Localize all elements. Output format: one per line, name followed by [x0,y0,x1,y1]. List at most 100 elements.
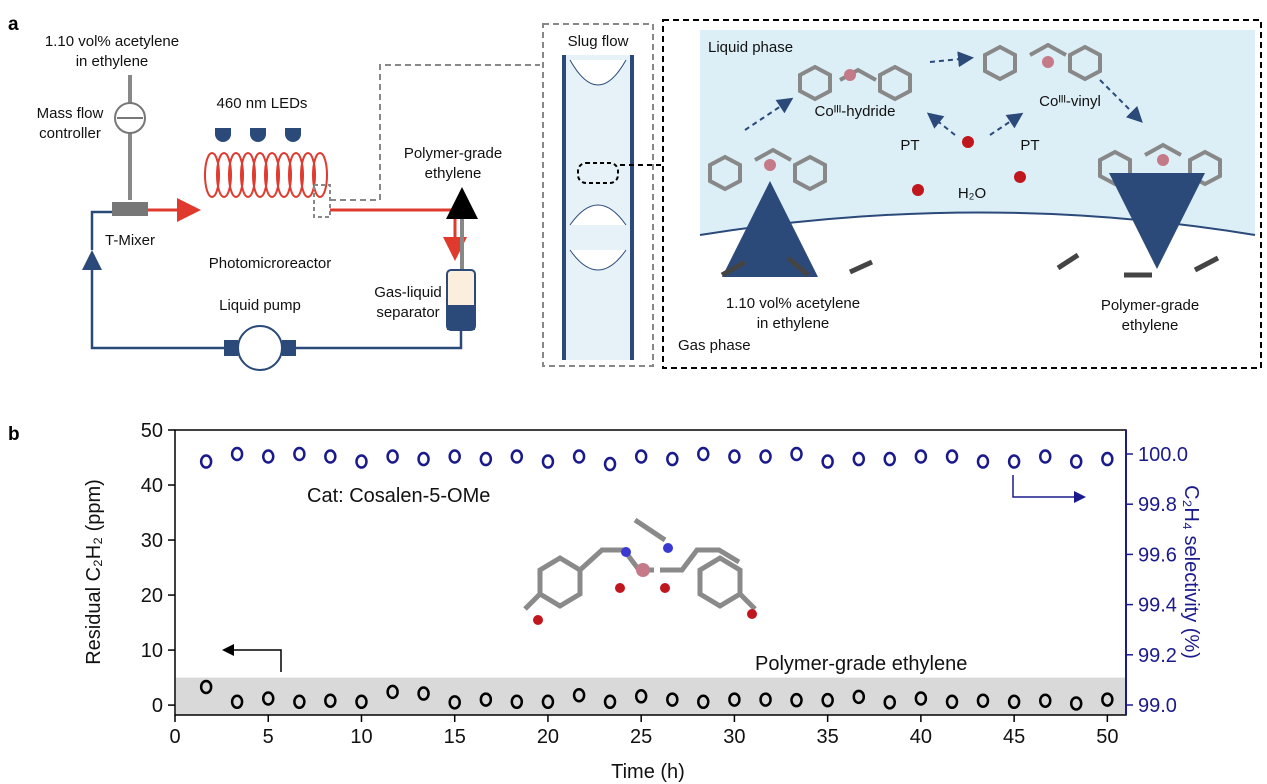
liquid-phase-region [700,30,1255,235]
y-tick-label: 20 [141,585,163,607]
y-tick-label: 40 [141,475,163,497]
selectivity-point [386,449,399,464]
x-tick-label: 10 [350,726,372,748]
selectivity-point [666,451,679,467]
y-tick-label: 0 [152,695,163,717]
led-icons [215,128,301,142]
pt-label-2: PT [1020,137,1039,154]
pump-label: Liquid pump [219,297,301,314]
cobalt-atoms [764,56,1169,171]
selectivity-point [1101,451,1114,467]
catalyst-annotation: Cat: Cosalen-5-OMe [307,485,490,507]
residual-acetylene-point [821,692,834,708]
vinyl-label: Coᴵᴵᴵ-vinyl [1039,93,1101,110]
selectivity-point [790,446,803,462]
gas-molecules [720,252,1220,278]
selectivity-point [541,454,555,469]
water-label: H₂O [958,185,986,202]
water-molecules [912,136,1026,196]
selectivity-point [697,446,710,462]
residual-acetylene-point [603,694,617,710]
residual-acetylene-point [355,694,368,710]
gas-out-label-2: ethylene [1122,317,1179,334]
residual-acetylene-point [1007,694,1021,710]
selectivity-point [821,454,834,469]
y2-tick-label: 100.0 [1138,444,1188,466]
leds-label: 460 nm LEDs [217,95,308,112]
y2-tick-label: 99.4 [1138,595,1177,617]
x-tick-label: 40 [910,726,932,748]
residual-acetylene-point [883,695,896,710]
selectivity-point [634,449,648,464]
liquid-pump-icon [237,325,283,371]
t-mixer-label: T-Mixer [105,232,155,249]
residual-acetylene-point [261,691,275,706]
residual-acetylene-point [293,694,306,710]
residual-acetylene-point [1101,692,1114,707]
gas-in-label: 1.10 vol% acetylene [726,295,860,312]
panel-a-label: a [8,14,19,35]
x-tick-label: 25 [630,726,652,748]
residual-acetylene-point [386,684,399,700]
y2-tick-label: 99.0 [1138,695,1177,717]
x-axis-label: Time (h) [611,761,685,783]
panel-b-label: b [8,424,20,445]
residual-acetylene-point [230,694,244,710]
y2-tick-label: 99.8 [1138,494,1177,516]
residual-acetylene-point [324,693,337,708]
selectivity-point [324,449,337,464]
y-axis-label: Residual C₂H₂ (ppm) [83,479,105,665]
residual-acetylene-point [790,692,803,708]
residual-acetylene-point [510,694,524,710]
x-tick-label: 20 [537,726,559,748]
residual-acetylene-point [634,689,648,704]
y-tick-label: 10 [141,640,163,662]
residual-acetylene-point [448,695,461,710]
panel-a: a 1.10 vol% acetylene in ethylene Mass f… [8,14,1262,371]
residual-acetylene-point [852,689,866,705]
pt-label-1: PT [900,137,919,154]
residual-acetylene-point [914,691,928,706]
x-tick-label: 50 [1096,726,1118,748]
x-tick-label: 5 [263,726,274,748]
x-tick-label: 35 [817,726,839,748]
residual-acetylene-point [199,679,213,695]
feed-label: 1.10 vol% acetylene [45,33,179,50]
y-tick-label: 30 [141,530,163,552]
right-axis-arrow [1012,475,1086,503]
residual-acetylene-point [728,692,741,707]
residual-acetylene-point [541,694,555,710]
separator-label: Gas-liquid [374,284,442,301]
residual-acetylene-point [479,692,493,707]
selectivity-point [572,449,586,464]
x-tick-label: 45 [1003,726,1025,748]
residual-acetylene-point [759,692,772,707]
y2-tick-label: 99.6 [1138,544,1177,566]
selectivity-point [448,449,461,464]
selectivity-point [199,454,213,469]
selectivity-point [261,449,275,464]
residual-acetylene-point [417,686,430,701]
selectivity-point [293,446,306,462]
product-label-2: ethylene [425,165,482,182]
selectivity-point [759,449,772,464]
selectivity-point [603,456,617,472]
selectivity-point [1007,454,1021,469]
residual-acetylene-point [1069,696,1083,711]
residual-acetylene-point [666,692,679,707]
residual-acetylene-point [945,694,959,710]
x-tick-label: 15 [444,726,466,748]
selectivity-point [355,454,368,469]
slug-flow-label: Slug flow [568,33,629,50]
band-annotation: Polymer-grade ethylene [755,653,967,675]
y2-axis-label: C₂H₄ selectivity (%) [1180,485,1202,659]
selectivity-point [728,449,741,464]
t-mixer-icon [112,202,148,216]
y-tick-label: 50 [141,420,163,442]
gas-in-label-2: in ethylene [757,315,830,332]
selectivity-point [852,451,866,467]
product-label: Polymer-grade [404,145,502,162]
reactor-label: Photomicroreactor [209,255,332,272]
